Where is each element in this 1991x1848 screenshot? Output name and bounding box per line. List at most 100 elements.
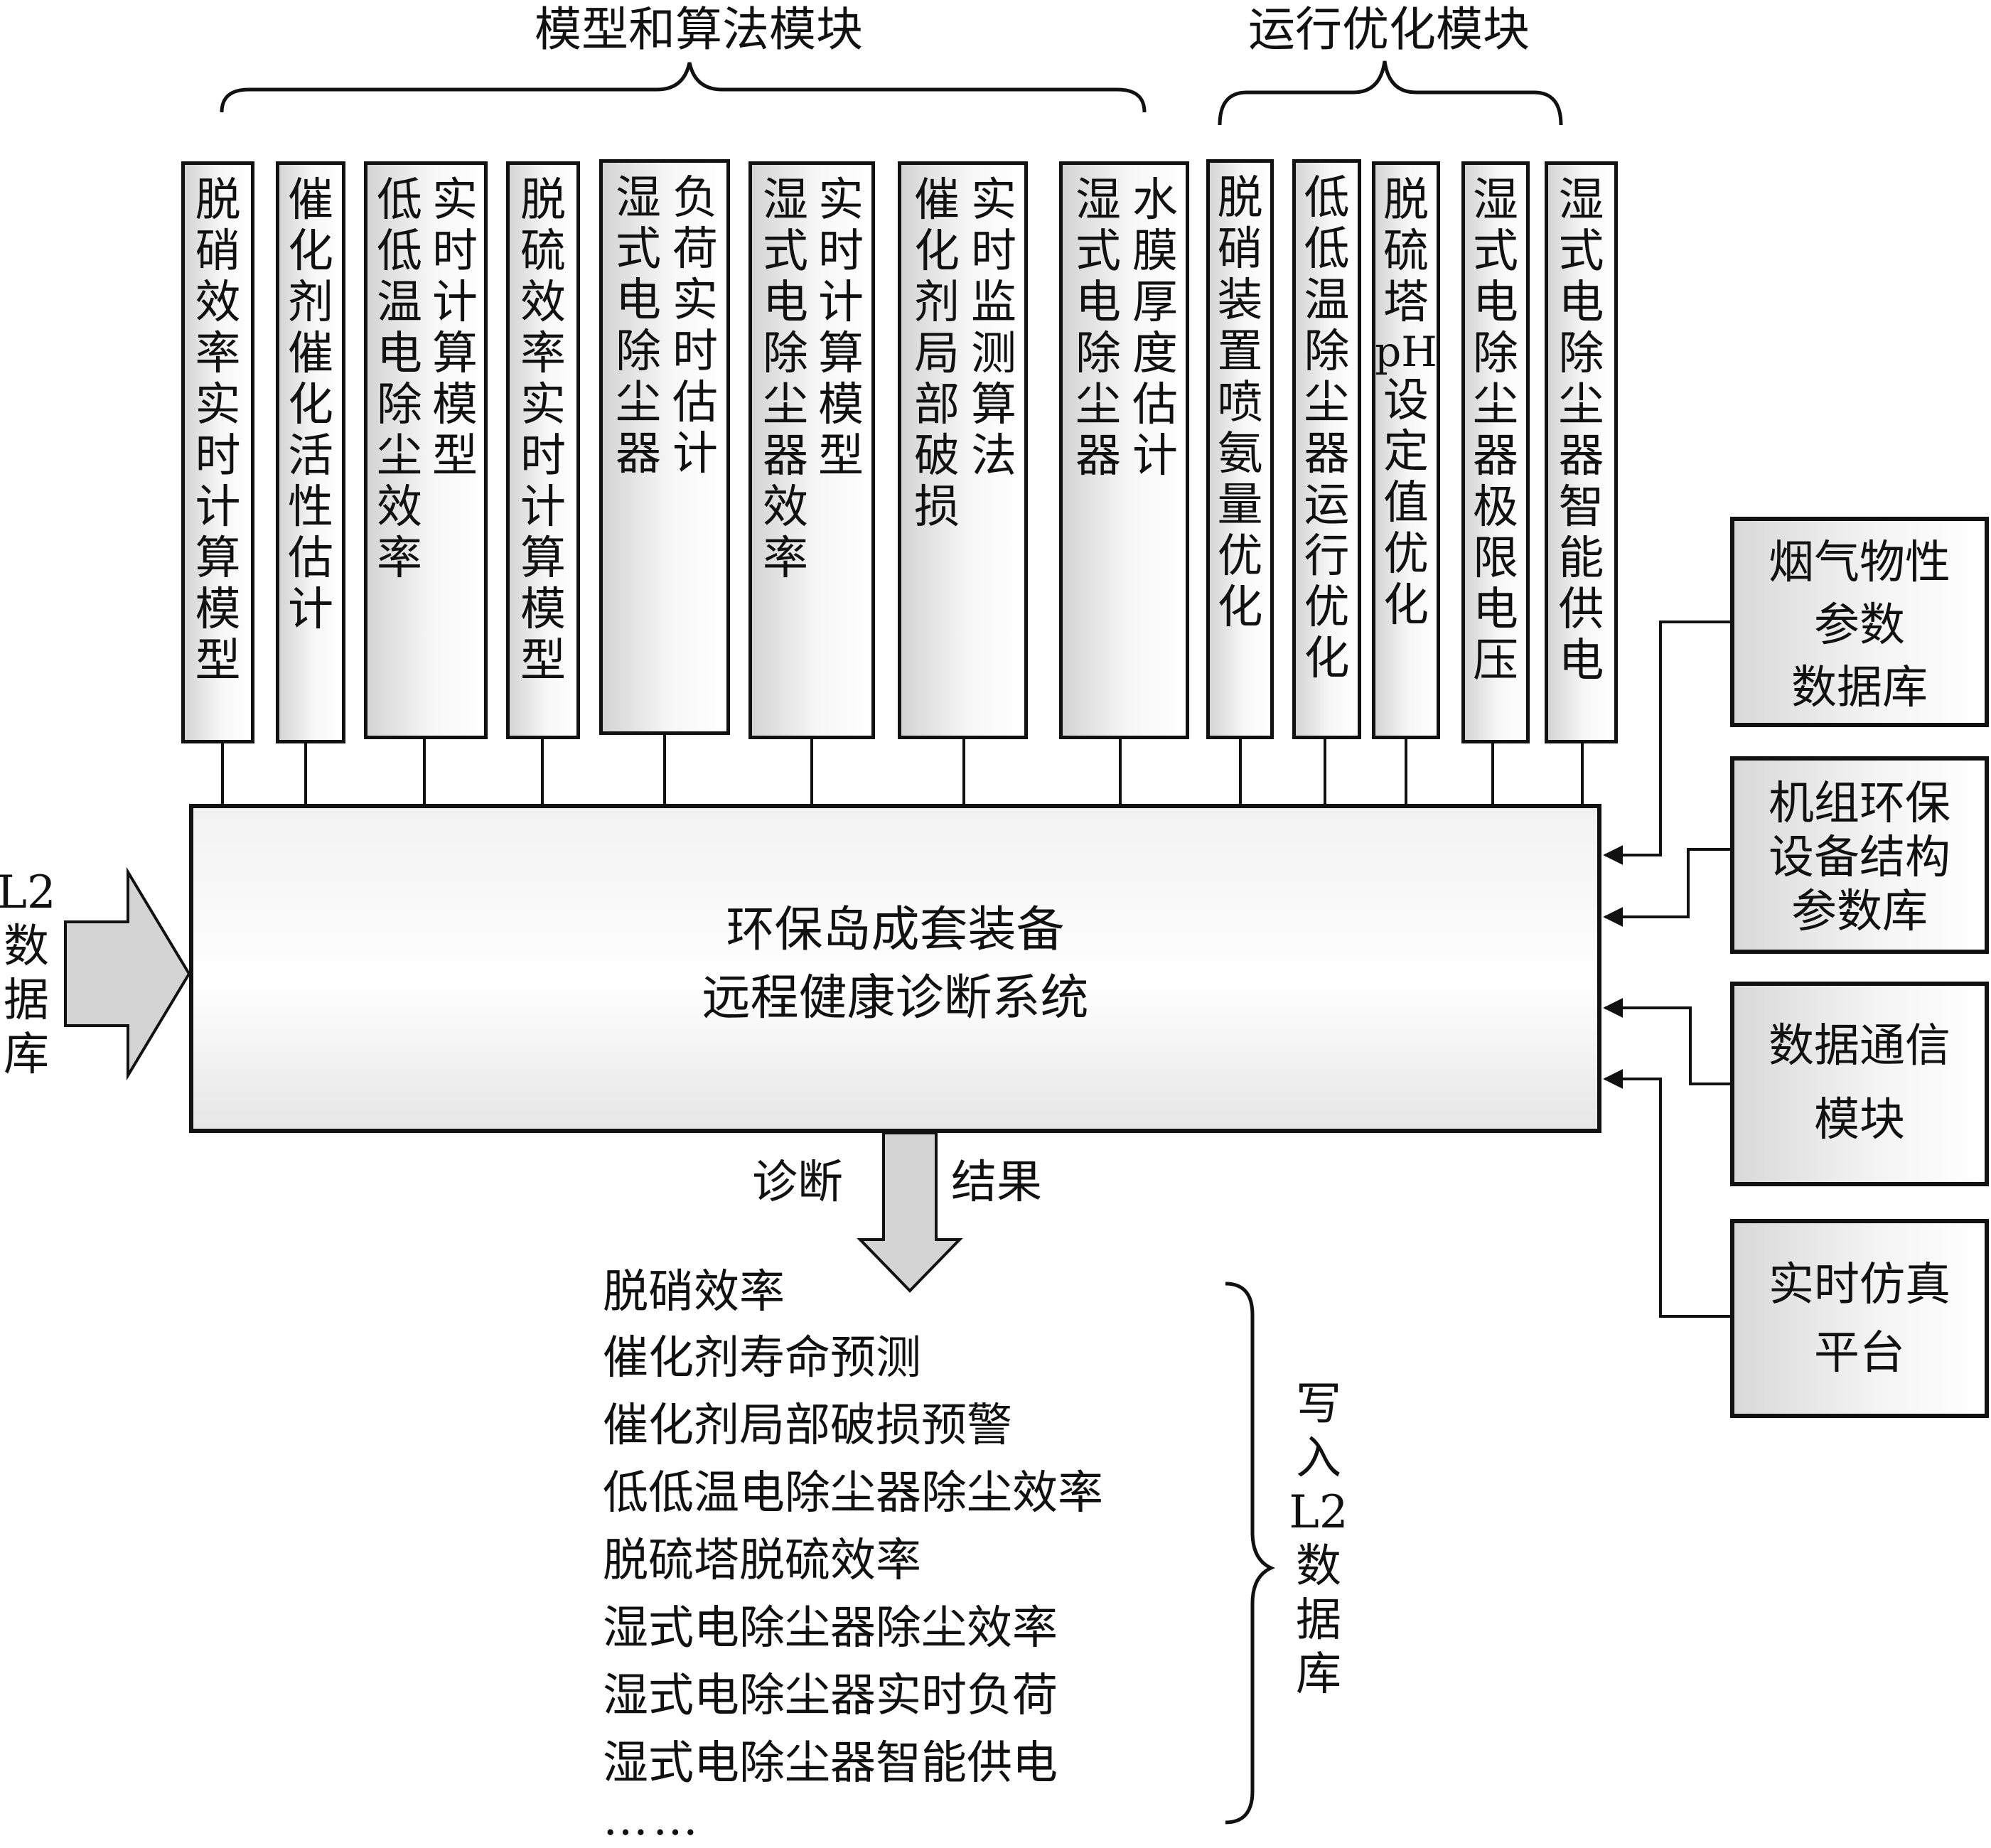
module-char: 化: [288, 379, 333, 431]
module-char: 催: [914, 174, 960, 227]
module-char: 损: [914, 481, 960, 534]
side-box-line: 平台: [1814, 1327, 1905, 1380]
module-char: 部: [914, 379, 960, 431]
module-char: 器: [1558, 430, 1604, 483]
module-char: 效: [377, 481, 422, 534]
module-char: 尘: [377, 430, 422, 483]
module-char: 效: [195, 276, 241, 329]
module-char: 尘: [1075, 379, 1121, 431]
module-char: 实: [195, 379, 241, 431]
module-char: 湿: [1075, 174, 1121, 227]
side-box-line: 烟气物性: [1769, 537, 1950, 589]
module-char: 时: [971, 225, 1016, 278]
module-char: 式: [1473, 225, 1518, 278]
module-char: 塔: [1383, 276, 1429, 329]
opt-module-box: 低低温除尘器运行优化: [1292, 159, 1361, 739]
main-system-title-line2: 远程健康诊断系统: [702, 970, 1089, 1026]
module-char: 监: [971, 276, 1016, 329]
side-box-line: 数据库: [1791, 662, 1928, 714]
side-box-line: 数据通信: [1769, 1020, 1950, 1073]
module-col: 湿式电除尘器: [610, 173, 667, 726]
module-char: 硝: [195, 225, 241, 278]
module-char: 值: [1383, 477, 1429, 530]
module-col: 实时计算模型: [813, 175, 869, 730]
module-char: 计: [432, 276, 478, 329]
module-char: 率: [377, 532, 422, 585]
model-module-box: 湿式电除尘器 负荷实时估计: [599, 159, 730, 735]
data-communication-box: 数据通信 模块: [1730, 982, 1989, 1186]
module-char: 硫: [520, 225, 566, 278]
module-char: 活: [288, 430, 333, 483]
module-char: 厚: [1132, 276, 1178, 329]
input-label-char: 据: [4, 974, 49, 1027]
module-char: 型: [818, 430, 864, 483]
module-char: 硝: [1217, 223, 1263, 276]
module-char: 脱: [520, 174, 566, 227]
module-char: 供: [1558, 584, 1604, 636]
module-char: 温: [377, 276, 422, 329]
diagnosis-label: 诊断: [752, 1156, 843, 1209]
module-col: 脱硫效率实时计算模型: [510, 175, 576, 730]
module-char: 温: [1304, 274, 1350, 327]
module-col: 脱硝效率实时计算模型: [185, 175, 251, 734]
module-char: 低: [1304, 223, 1350, 276]
module-char: 尘: [763, 379, 808, 431]
module-char: 电: [1473, 584, 1518, 636]
module-char: 化: [1217, 581, 1263, 634]
module-col: 湿式电除尘器极限电压: [1465, 175, 1526, 734]
module-char: 计: [195, 481, 241, 534]
module-char: 电: [1075, 276, 1121, 329]
module-char: 破: [914, 430, 960, 483]
module-char: 优: [1217, 530, 1263, 583]
module-char: 局: [914, 328, 960, 380]
module-char: 催: [288, 174, 333, 227]
module-char: 尘: [1473, 379, 1518, 431]
module-char: 实: [432, 174, 478, 227]
module-char: 剂: [914, 276, 960, 329]
module-char: 设: [1383, 375, 1429, 427]
opt-module-box: 湿式电除尘器智能供电: [1545, 161, 1618, 743]
module-char: 除: [1304, 326, 1350, 378]
module-char: 计: [288, 584, 333, 636]
write-label-char: 写: [1296, 1378, 1341, 1431]
module-char: 优: [1304, 581, 1350, 634]
module-char: 剂: [288, 276, 333, 329]
module-char: 算: [432, 328, 478, 380]
module-char: 化: [288, 225, 333, 278]
module-char: 装: [1217, 274, 1263, 327]
model-module-box: 脱硫效率实时计算模型: [506, 161, 580, 739]
module-char: 湿: [616, 172, 661, 225]
model-module-box: 湿式电除尘器效率 实时计算模型: [748, 161, 875, 739]
model-module-box: 催化剂催化活性估计: [276, 161, 345, 743]
equipment-structure-database-box: 机组环保 设备结构 参数库: [1730, 756, 1989, 954]
module-char: 模: [432, 379, 478, 431]
module-char: 电: [763, 276, 808, 329]
module-char: 电: [616, 274, 661, 327]
module-char: 实: [818, 174, 864, 227]
module-char: 水: [1132, 174, 1178, 227]
result-item: ……: [603, 1793, 702, 1846]
module-char: 氨: [1217, 428, 1263, 480]
module-char: 膜: [1132, 225, 1178, 278]
write-label-char: 据: [1296, 1594, 1341, 1647]
module-char: 性: [288, 481, 333, 534]
module-char: 计: [672, 428, 718, 480]
module-char: 催: [288, 328, 333, 380]
run-opt-heading: 运行优化模块: [1248, 2, 1530, 57]
model-module-box: 湿式电除尘器 水膜厚度估计: [1059, 161, 1189, 739]
module-char: 估: [288, 532, 333, 585]
module-char: 低: [1304, 172, 1350, 225]
module-char: 算: [195, 532, 241, 585]
write-label-char: 数: [1296, 1540, 1341, 1593]
module-char: 脱: [195, 174, 241, 227]
module-char: 率: [520, 328, 566, 380]
module-col: 水膜厚度估计: [1127, 175, 1184, 730]
result-item: 湿式电除尘器智能供电: [603, 1737, 1058, 1790]
result-item: 催化剂局部破损预警: [603, 1400, 1012, 1452]
module-char: 除: [763, 328, 808, 380]
module-char: 湿: [1473, 174, 1518, 227]
module-char: 实: [971, 174, 1016, 227]
module-char: 电: [1558, 276, 1604, 329]
flue-gas-database-box: 烟气物性 参数 数据库: [1730, 517, 1989, 727]
module-char: 型: [520, 635, 566, 687]
